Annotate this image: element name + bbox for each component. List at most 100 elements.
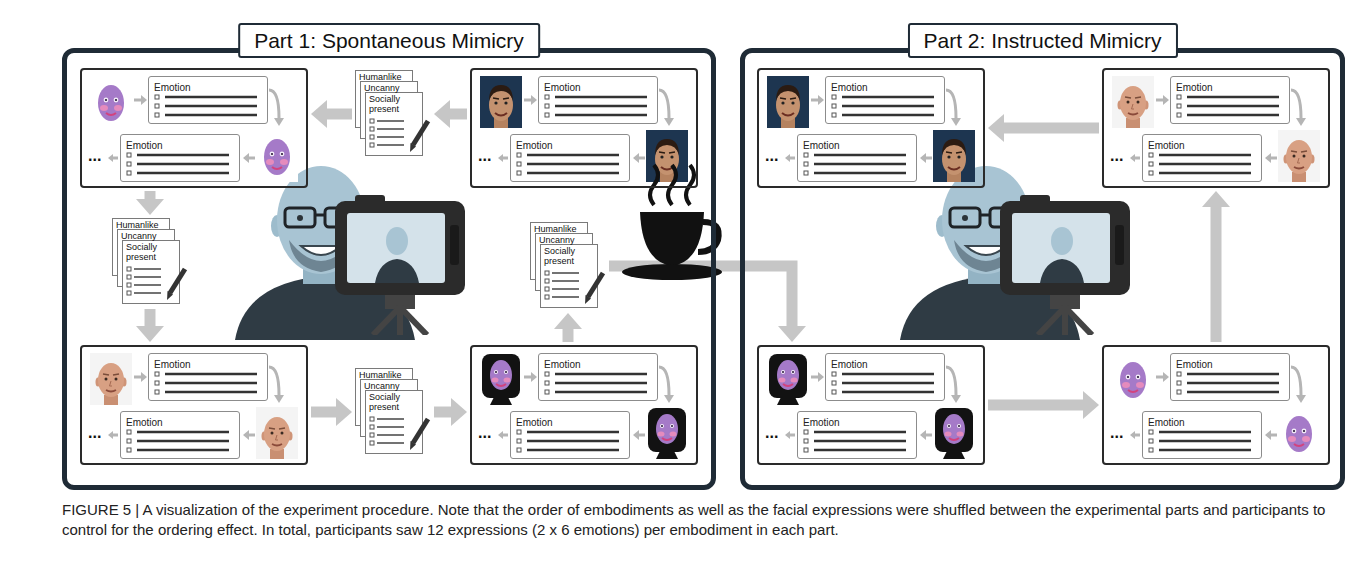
arrow-shaft — [988, 400, 1084, 411]
rating-lines — [539, 92, 657, 122]
questionnaire-item: Socially present — [541, 245, 597, 266]
checklist — [123, 265, 181, 305]
flow-arrow — [988, 114, 1099, 142]
checklist-lines — [366, 117, 424, 157]
rating-lines — [511, 150, 629, 180]
rating-options — [511, 427, 629, 457]
rating-lines — [149, 369, 267, 399]
checklist-lines — [366, 415, 424, 455]
arrow-head — [451, 398, 467, 426]
rating-lines — [1171, 369, 1289, 399]
rating-lines — [1143, 150, 1261, 180]
checklist — [541, 269, 599, 309]
emotion-label: Emotion — [826, 81, 873, 94]
rating-options — [1143, 150, 1261, 180]
emotion-label: Emotion — [539, 81, 586, 94]
continuation-dots: ... — [88, 425, 101, 441]
emotion-rating-box: Emotion — [1142, 411, 1262, 459]
continuation-dots: ... — [1110, 148, 1123, 164]
arrow-head — [778, 326, 806, 342]
questionnaire-sheet: Socially present — [365, 92, 423, 156]
rating-options — [798, 150, 916, 180]
emotion-label: Emotion — [149, 81, 196, 94]
questionnaire-item: Socially present — [366, 93, 422, 114]
questionnaire-sheet: Socially present — [540, 244, 598, 308]
continuation-dots: ... — [1110, 425, 1123, 441]
checklist — [366, 117, 424, 157]
questionnaire-item: Socially present — [366, 391, 422, 412]
emotion-label: Emotion — [121, 139, 168, 152]
continuation-dots: ... — [478, 425, 491, 441]
rating-options — [1171, 92, 1289, 122]
emotion-label: Emotion — [826, 358, 873, 371]
rating-lines — [826, 369, 944, 399]
rating-lines — [826, 92, 944, 122]
flow-arrow — [434, 100, 467, 128]
questionnaire-item: Uncanny — [361, 380, 417, 391]
experiment-part-panel: Part 2: Instructed Mimicry...EmotionEmot… — [740, 48, 1345, 490]
arrow-head — [136, 199, 164, 215]
emotion-rating-box: Emotion — [825, 76, 945, 124]
rating-lines — [539, 369, 657, 399]
rating-lines — [1143, 427, 1261, 457]
emotion-rating-box: Emotion — [538, 353, 658, 401]
emotion-rating-box: Emotion — [1170, 353, 1290, 401]
arrow-head — [1083, 391, 1099, 419]
flow-arrow — [1202, 191, 1230, 342]
embodiment-block: ...EmotionEmotion — [80, 68, 308, 188]
emotion-rating-box: Emotion — [120, 134, 240, 182]
questionnaire-item: Uncanny — [361, 82, 417, 93]
continuation-dots: ... — [765, 425, 778, 441]
emotion-rating-box: Emotion — [510, 411, 630, 459]
experiment-part-panel: Part 1: Spontaneous Mimicry...EmotionEmo… — [62, 48, 716, 490]
arrow-head — [311, 100, 327, 128]
questionnaire-item: Socially present — [123, 241, 179, 262]
emotion-rating-box: Emotion — [120, 411, 240, 459]
arrow-shaft — [1003, 123, 1099, 134]
emotion-label: Emotion — [798, 416, 845, 429]
arrow-shaft — [326, 109, 352, 120]
emotion-label: Emotion — [149, 358, 196, 371]
checklist — [366, 415, 424, 455]
questionnaire-stack: HumanlikeUncannySocially present — [112, 218, 188, 306]
continuation-dots: ... — [88, 148, 101, 164]
arrow-head — [136, 326, 164, 342]
embodiment-block: ...EmotionEmotion — [757, 345, 985, 465]
rating-options — [511, 150, 629, 180]
rating-lines — [121, 150, 239, 180]
emotion-rating-box: Emotion — [148, 76, 268, 124]
rating-lines — [798, 427, 916, 457]
arrow-head — [988, 114, 1004, 142]
coffee-cup — [622, 165, 722, 280]
flow-arrow — [311, 100, 352, 128]
embodiment-block: ...EmotionEmotion — [470, 68, 698, 188]
face-stimuli — [90, 76, 1320, 459]
questionnaire-item: Humanlike — [113, 219, 169, 230]
emotion-rating-box: Emotion — [825, 353, 945, 401]
rating-lines — [798, 150, 916, 180]
questionnaire-item: Humanlike — [356, 369, 412, 380]
arrow-shaft — [311, 407, 337, 418]
arrow-shaft — [434, 407, 452, 418]
emotion-rating-box: Emotion — [510, 134, 630, 182]
rating-lines — [149, 92, 267, 122]
questionnaire-stack: HumanlikeUncannySocially present — [530, 222, 606, 310]
part-heading: Part 2: Instructed Mimicry — [907, 23, 1177, 58]
flow-arrow — [554, 313, 582, 342]
questionnaire-item: Humanlike — [531, 223, 587, 234]
arrow-shaft — [145, 191, 156, 200]
embodiment-block: ...EmotionEmotion — [470, 345, 698, 465]
embodiment-block: ...EmotionEmotion — [757, 68, 985, 188]
questionnaire-sheet: Socially present — [365, 390, 423, 454]
rating-options — [539, 369, 657, 399]
emotion-rating-box: Emotion — [148, 353, 268, 401]
arrow-head — [554, 313, 582, 329]
rating-options — [826, 92, 944, 122]
questionnaire-item: Uncanny — [118, 230, 174, 241]
emotion-rating-box: Emotion — [797, 134, 917, 182]
emotion-label: Emotion — [1143, 416, 1190, 429]
rating-options — [121, 150, 239, 180]
emotion-label: Emotion — [539, 358, 586, 371]
emotion-label: Emotion — [798, 139, 845, 152]
